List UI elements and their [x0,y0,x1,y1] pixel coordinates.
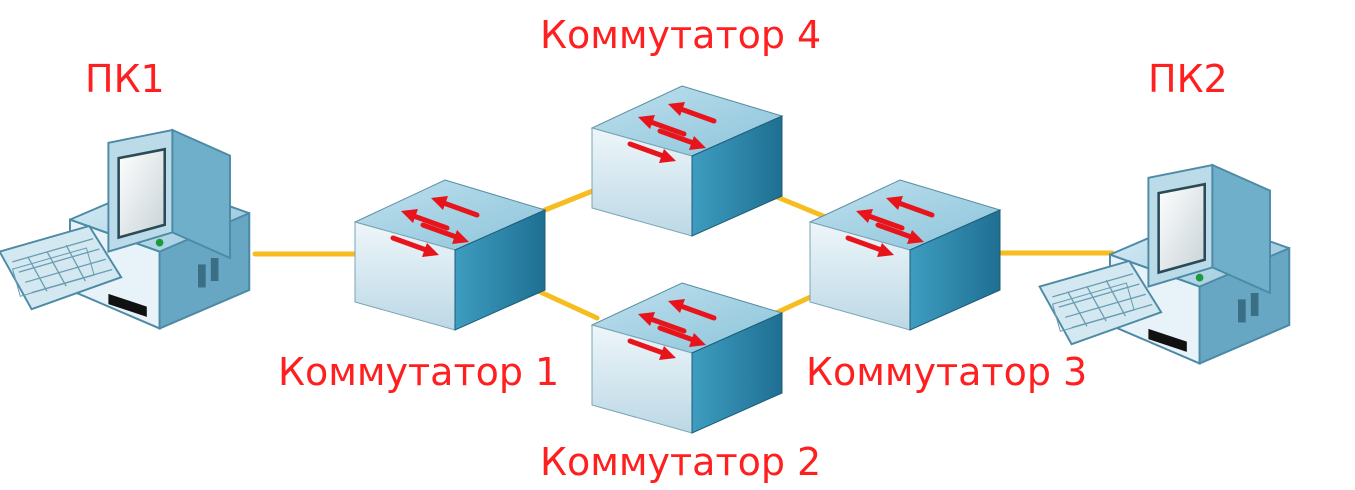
pc-1 [0,128,251,330]
network-switch-icon [810,180,1000,330]
switch-3 [810,180,1000,330]
pc2-label: ПК2 [1148,57,1228,101]
switch-1 [355,180,545,330]
switch1-label: Коммутатор 1 [278,350,560,394]
pc-2 [1038,163,1291,365]
network-switch-icon [592,283,782,433]
network-switch-icon [355,180,545,330]
switch-4 [592,86,782,236]
pc1-label: ПК1 [85,57,165,101]
switch4-label: Коммутатор 4 [540,13,822,57]
network-switch-icon [592,86,782,236]
computer-icon [0,128,251,330]
computer-icon [1038,163,1291,365]
switch-2 [592,283,782,433]
switch3-label: Коммутатор 3 [806,350,1088,394]
switch2-label: Коммутатор 2 [540,440,822,484]
